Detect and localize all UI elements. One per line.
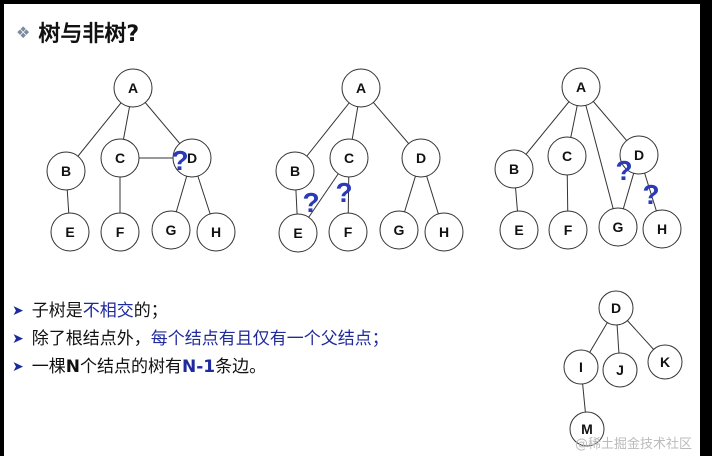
- node-label: D: [187, 150, 197, 166]
- node-D: D: [401, 138, 441, 178]
- node-label: A: [576, 79, 586, 95]
- node-C: C: [547, 136, 587, 176]
- node-I: I: [563, 349, 599, 385]
- node-G: G: [598, 207, 638, 247]
- node-label: J: [616, 362, 624, 378]
- node-C: C: [329, 138, 369, 178]
- node-F: F: [548, 210, 588, 250]
- node-label: M: [581, 421, 593, 437]
- question-mark: ?: [302, 187, 319, 218]
- node-A: A: [561, 67, 601, 107]
- node-D: D: [619, 135, 659, 175]
- node-label: G: [166, 222, 177, 238]
- node-J: J: [602, 352, 638, 388]
- node-M: M: [569, 411, 605, 447]
- question-mark: ?: [171, 145, 188, 176]
- node-label: E: [65, 224, 74, 240]
- node-label: B: [290, 163, 300, 179]
- diamond-bullet-icon: ❖: [16, 22, 31, 42]
- node-label: H: [439, 224, 449, 240]
- node-label: G: [394, 222, 405, 238]
- node-label: H: [657, 221, 667, 237]
- edge-A-G: [580, 86, 619, 228]
- text-run: 每个结点有且仅有一个父结点；: [150, 329, 389, 349]
- node-B: B: [46, 151, 86, 191]
- node-label: E: [293, 225, 302, 241]
- arrow-bullet-icon: ➤: [12, 359, 24, 375]
- node-B: B: [275, 151, 315, 191]
- node-A: A: [341, 68, 381, 108]
- text-run: 不相交: [82, 301, 134, 321]
- node-label: A: [356, 80, 366, 96]
- text-run: 除了根结点外，: [31, 329, 151, 349]
- node-F: F: [100, 212, 140, 252]
- node-label: B: [61, 163, 71, 179]
- node-G: G: [151, 210, 191, 250]
- title-text: 树与非树?: [38, 22, 140, 47]
- node-label: E: [514, 222, 523, 238]
- node-label: B: [509, 161, 519, 177]
- node-label: D: [416, 150, 426, 166]
- node-label: H: [211, 224, 221, 240]
- arrow-bullet-icon: ➤: [12, 331, 24, 347]
- node-E: E: [499, 210, 539, 250]
- bullet-text: 子树是不相交的；: [32, 297, 168, 325]
- node-label: A: [128, 80, 138, 96]
- node-H: H: [196, 212, 236, 252]
- question-mark: ?: [335, 177, 352, 208]
- text-run: 一棵: [31, 357, 66, 377]
- node-F: F: [328, 212, 368, 252]
- node-label: G: [613, 219, 624, 235]
- node-label: I: [579, 359, 583, 375]
- tree-4: D I J K M: [563, 290, 683, 447]
- question-mark: ?: [615, 155, 632, 186]
- tree-3: A B C D E F G H??: [494, 67, 682, 250]
- bullet-item: ➤ 一棵N个结点的树有N-1条边。: [12, 353, 389, 381]
- node-E: E: [50, 212, 90, 252]
- tree-2: A B C D E F G H??: [275, 68, 464, 253]
- text-run: N-1: [181, 357, 216, 377]
- text-run: 条边。: [215, 357, 267, 377]
- text-run: 子树是: [31, 301, 83, 321]
- text-run: 个结点的树有: [79, 357, 182, 377]
- node-H: H: [642, 209, 682, 249]
- bullet-text: 除了根结点外，每个结点有且仅有一个父结点；: [32, 325, 389, 353]
- bullet-item: ➤ 除了根结点外，每个结点有且仅有一个父结点；: [12, 325, 389, 353]
- bullet-list: ➤ 子树是不相交的； ➤ 除了根结点外，每个结点有且仅有一个父结点； ➤ 一棵N个结点的树…: [12, 297, 389, 381]
- node-label: K: [660, 354, 670, 370]
- watermark: @稀土掘金技术社区: [574, 437, 692, 452]
- bullet-text: 一棵N个结点的树有N-1条边。: [32, 353, 266, 381]
- node-label: F: [116, 224, 125, 240]
- node-K: K: [647, 344, 683, 380]
- node-D: D: [598, 290, 634, 326]
- node-label: C: [115, 150, 125, 166]
- node-label: C: [344, 150, 354, 166]
- tree-1: A B C D E F G H?: [46, 68, 236, 252]
- node-label: C: [562, 148, 572, 164]
- node-C: C: [100, 138, 140, 178]
- bullet-item: ➤ 子树是不相交的；: [12, 297, 389, 325]
- text-run: N: [65, 357, 80, 377]
- node-H: H: [424, 212, 464, 252]
- arrow-bullet-icon: ➤: [12, 303, 24, 319]
- node-E: E: [278, 213, 318, 253]
- node-label: D: [634, 147, 644, 163]
- node-G: G: [379, 210, 419, 250]
- node-A: A: [113, 68, 153, 108]
- node-B: B: [494, 149, 534, 189]
- node-D: D: [172, 138, 212, 178]
- node-label: D: [611, 300, 621, 316]
- slide-title: ❖ 树与非树?: [16, 16, 139, 48]
- text-run: 的；: [133, 301, 168, 321]
- node-label: F: [344, 224, 353, 240]
- node-label: F: [564, 222, 573, 238]
- question-mark: ?: [642, 179, 659, 210]
